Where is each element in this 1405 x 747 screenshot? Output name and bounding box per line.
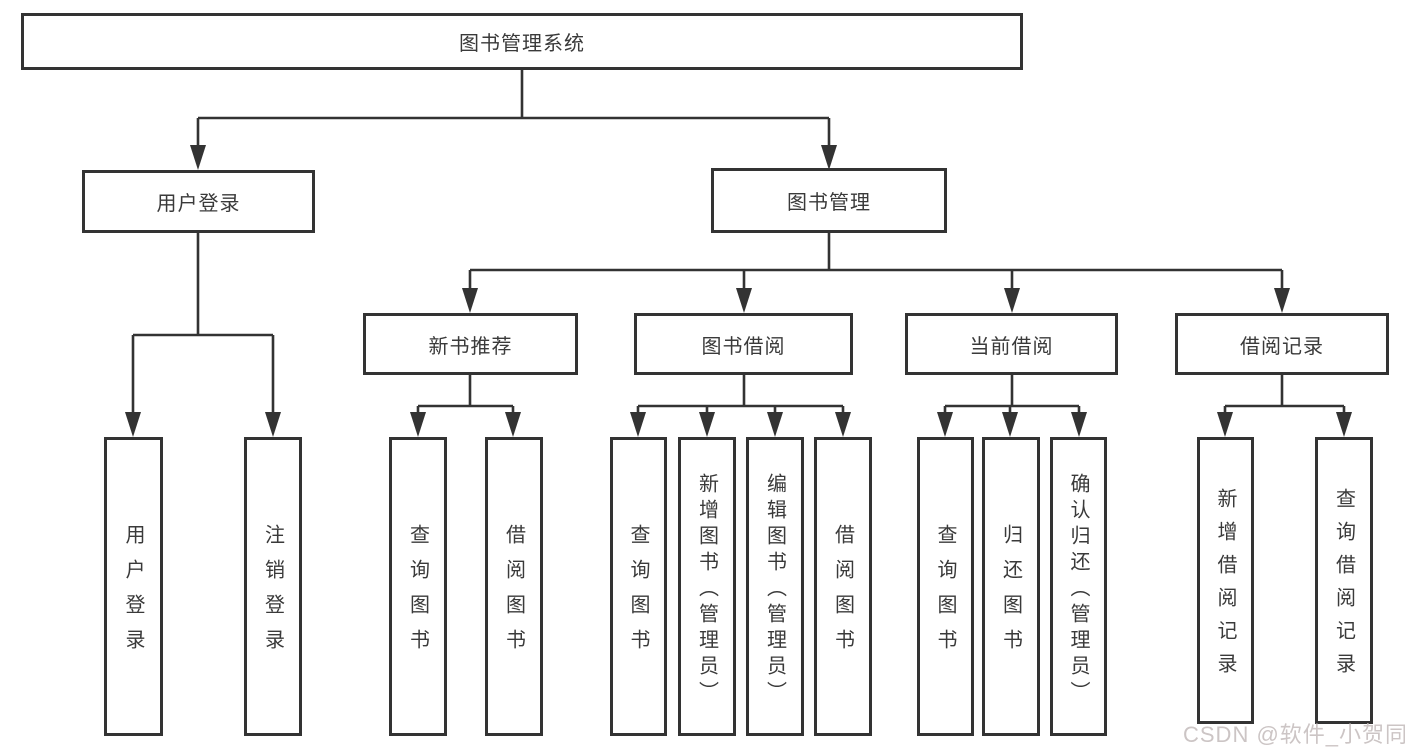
leaf-edit-books-admin-label: 编辑图书（管理员） bbox=[763, 472, 786, 707]
leaf-borrowing-borrow-books-label: 借阅图书 bbox=[831, 524, 854, 664]
leaf-borrowing-query-books: 查询图书 bbox=[610, 437, 667, 736]
leaf-logout-label: 注销登录 bbox=[261, 524, 284, 664]
leaf-recommend-borrow-books: 借阅图书 bbox=[485, 437, 543, 736]
node-new-book-recommend: 新书推荐 bbox=[363, 313, 578, 375]
leaf-confirm-return-admin-label: 确认归还（管理员） bbox=[1067, 472, 1089, 707]
arrowhead-icons bbox=[125, 145, 1352, 437]
node-new-book-recommend-label: 新书推荐 bbox=[428, 335, 513, 358]
csdn-watermark: CSDN @软件_小贺同学 bbox=[1183, 722, 1405, 747]
leaf-recommend-query-books-label: 查询图书 bbox=[406, 524, 429, 664]
leaf-edit-books-admin: 编辑图书（管理员） bbox=[746, 437, 804, 736]
node-library-system: 图书管理系统 bbox=[21, 13, 1023, 70]
leaf-user-login-label: 用户登录 bbox=[122, 524, 144, 664]
leaf-add-books-admin: 新增图书（管理员） bbox=[678, 437, 736, 736]
leaf-add-borrow-record: 新增借阅记录 bbox=[1197, 437, 1254, 724]
leaf-confirm-return-admin: 确认归还（管理员） bbox=[1050, 437, 1107, 736]
leaf-query-borrow-record: 查询借阅记录 bbox=[1315, 437, 1373, 724]
node-library-system-label: 图书管理系统 bbox=[459, 33, 585, 55]
node-current-borrowing: 当前借阅 bbox=[905, 313, 1118, 375]
node-book-management-label: 图书管理 bbox=[787, 192, 871, 214]
connector-lines bbox=[131, 70, 1346, 414]
leaf-recommend-borrow-books-label: 借阅图书 bbox=[502, 524, 525, 664]
node-book-management: 图书管理 bbox=[711, 168, 947, 233]
node-current-borrowing-label: 当前借阅 bbox=[969, 335, 1054, 358]
node-user-login-label: 用户登录 bbox=[156, 193, 241, 215]
node-borrowing-records-label: 借阅记录 bbox=[1240, 335, 1324, 358]
leaf-borrowing-query-books-label: 查询图书 bbox=[627, 524, 649, 664]
leaf-current-query-books: 查询图书 bbox=[917, 437, 974, 736]
leaf-user-login: 用户登录 bbox=[104, 437, 163, 736]
leaf-borrowing-borrow-books: 借阅图书 bbox=[814, 437, 872, 736]
leaf-add-books-admin-label: 新增图书（管理员） bbox=[695, 472, 718, 707]
leaf-recommend-query-books: 查询图书 bbox=[389, 437, 447, 736]
node-user-login: 用户登录 bbox=[82, 170, 315, 233]
leaf-return-books: 归还图书 bbox=[982, 437, 1040, 736]
leaf-return-books-label: 归还图书 bbox=[999, 524, 1022, 664]
node-book-borrowing: 图书借阅 bbox=[634, 313, 853, 375]
node-borrowing-records: 借阅记录 bbox=[1175, 313, 1389, 375]
leaf-query-borrow-record-label: 查询借阅记录 bbox=[1332, 488, 1355, 686]
leaf-logout: 注销登录 bbox=[244, 437, 302, 736]
node-book-borrowing-label: 图书借阅 bbox=[701, 335, 786, 358]
leaf-add-borrow-record-label: 新增借阅记录 bbox=[1214, 488, 1236, 686]
leaf-current-query-books-label: 查询图书 bbox=[934, 524, 956, 664]
